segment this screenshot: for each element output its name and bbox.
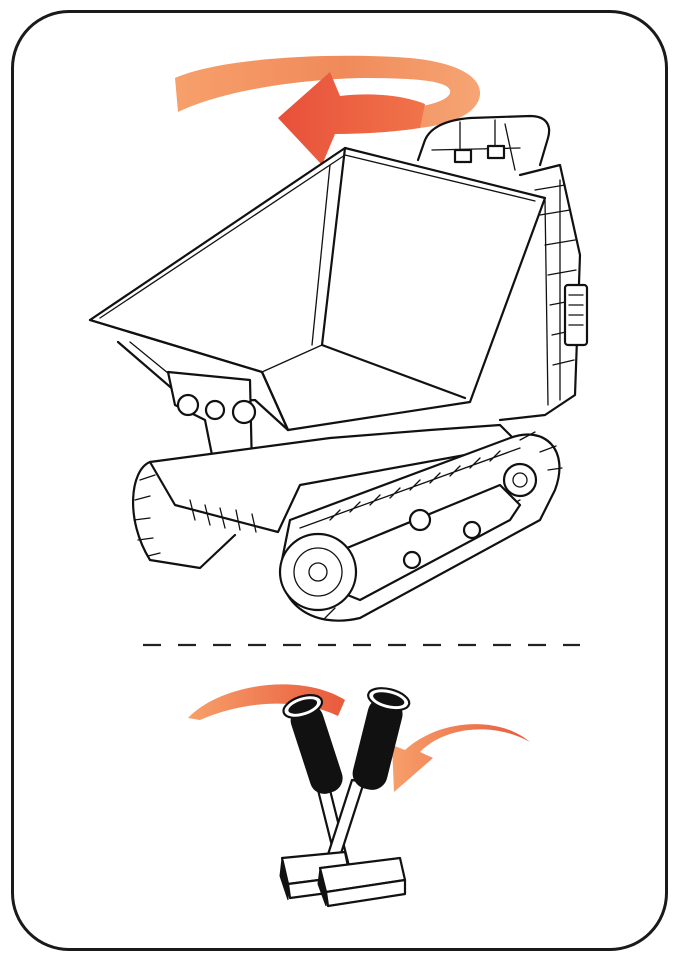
tracked-dumper-illustration bbox=[90, 116, 587, 621]
lever-right-arrow-icon bbox=[392, 724, 530, 792]
control-levers-illustration bbox=[280, 684, 412, 906]
rotation-arrow-icon bbox=[175, 56, 480, 165]
